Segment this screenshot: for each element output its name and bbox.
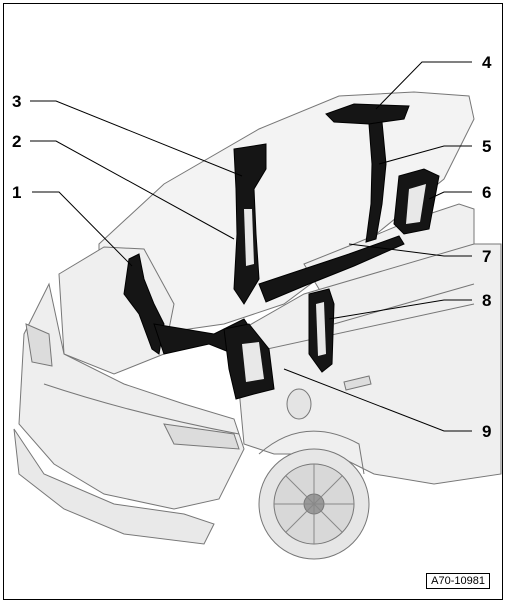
callout-4: 4 (482, 53, 492, 72)
tail-light-left (25, 323, 53, 367)
trim-panel-4 (325, 103, 410, 125)
callout-6: 6 (482, 183, 492, 202)
callout-9: 9 (482, 422, 492, 441)
bumper (13, 428, 215, 545)
vehicle-trim-illustration (13, 61, 502, 560)
rear-body (18, 282, 245, 510)
leader-6 (428, 191, 472, 200)
trim-panel-7 (258, 235, 405, 303)
figure-frame: 1 2 3 4 5 6 7 8 9 A70-10981 (3, 3, 503, 600)
leader-2 (30, 140, 235, 240)
leader-3 (30, 100, 243, 177)
leader-1 (32, 191, 133, 267)
tail-light-right (163, 423, 240, 450)
leader-9 (283, 368, 472, 432)
trim-panel-5 (365, 121, 387, 243)
leader-4 (375, 61, 472, 110)
callout-1: 1 (12, 183, 22, 202)
side-body (233, 243, 502, 485)
callout-5: 5 (482, 137, 492, 156)
leader-7 (348, 243, 472, 257)
callout-3: 3 (12, 92, 22, 111)
callout-8: 8 (482, 291, 492, 310)
leader-5 (378, 145, 472, 165)
door-handle (343, 375, 372, 391)
callout-7: 7 (482, 247, 492, 266)
fuel-flap (286, 388, 312, 420)
figure-reference: A70-10981 (426, 573, 490, 589)
leader-8 (328, 299, 472, 320)
callout-2: 2 (12, 132, 22, 151)
wheel-arch (258, 430, 365, 475)
